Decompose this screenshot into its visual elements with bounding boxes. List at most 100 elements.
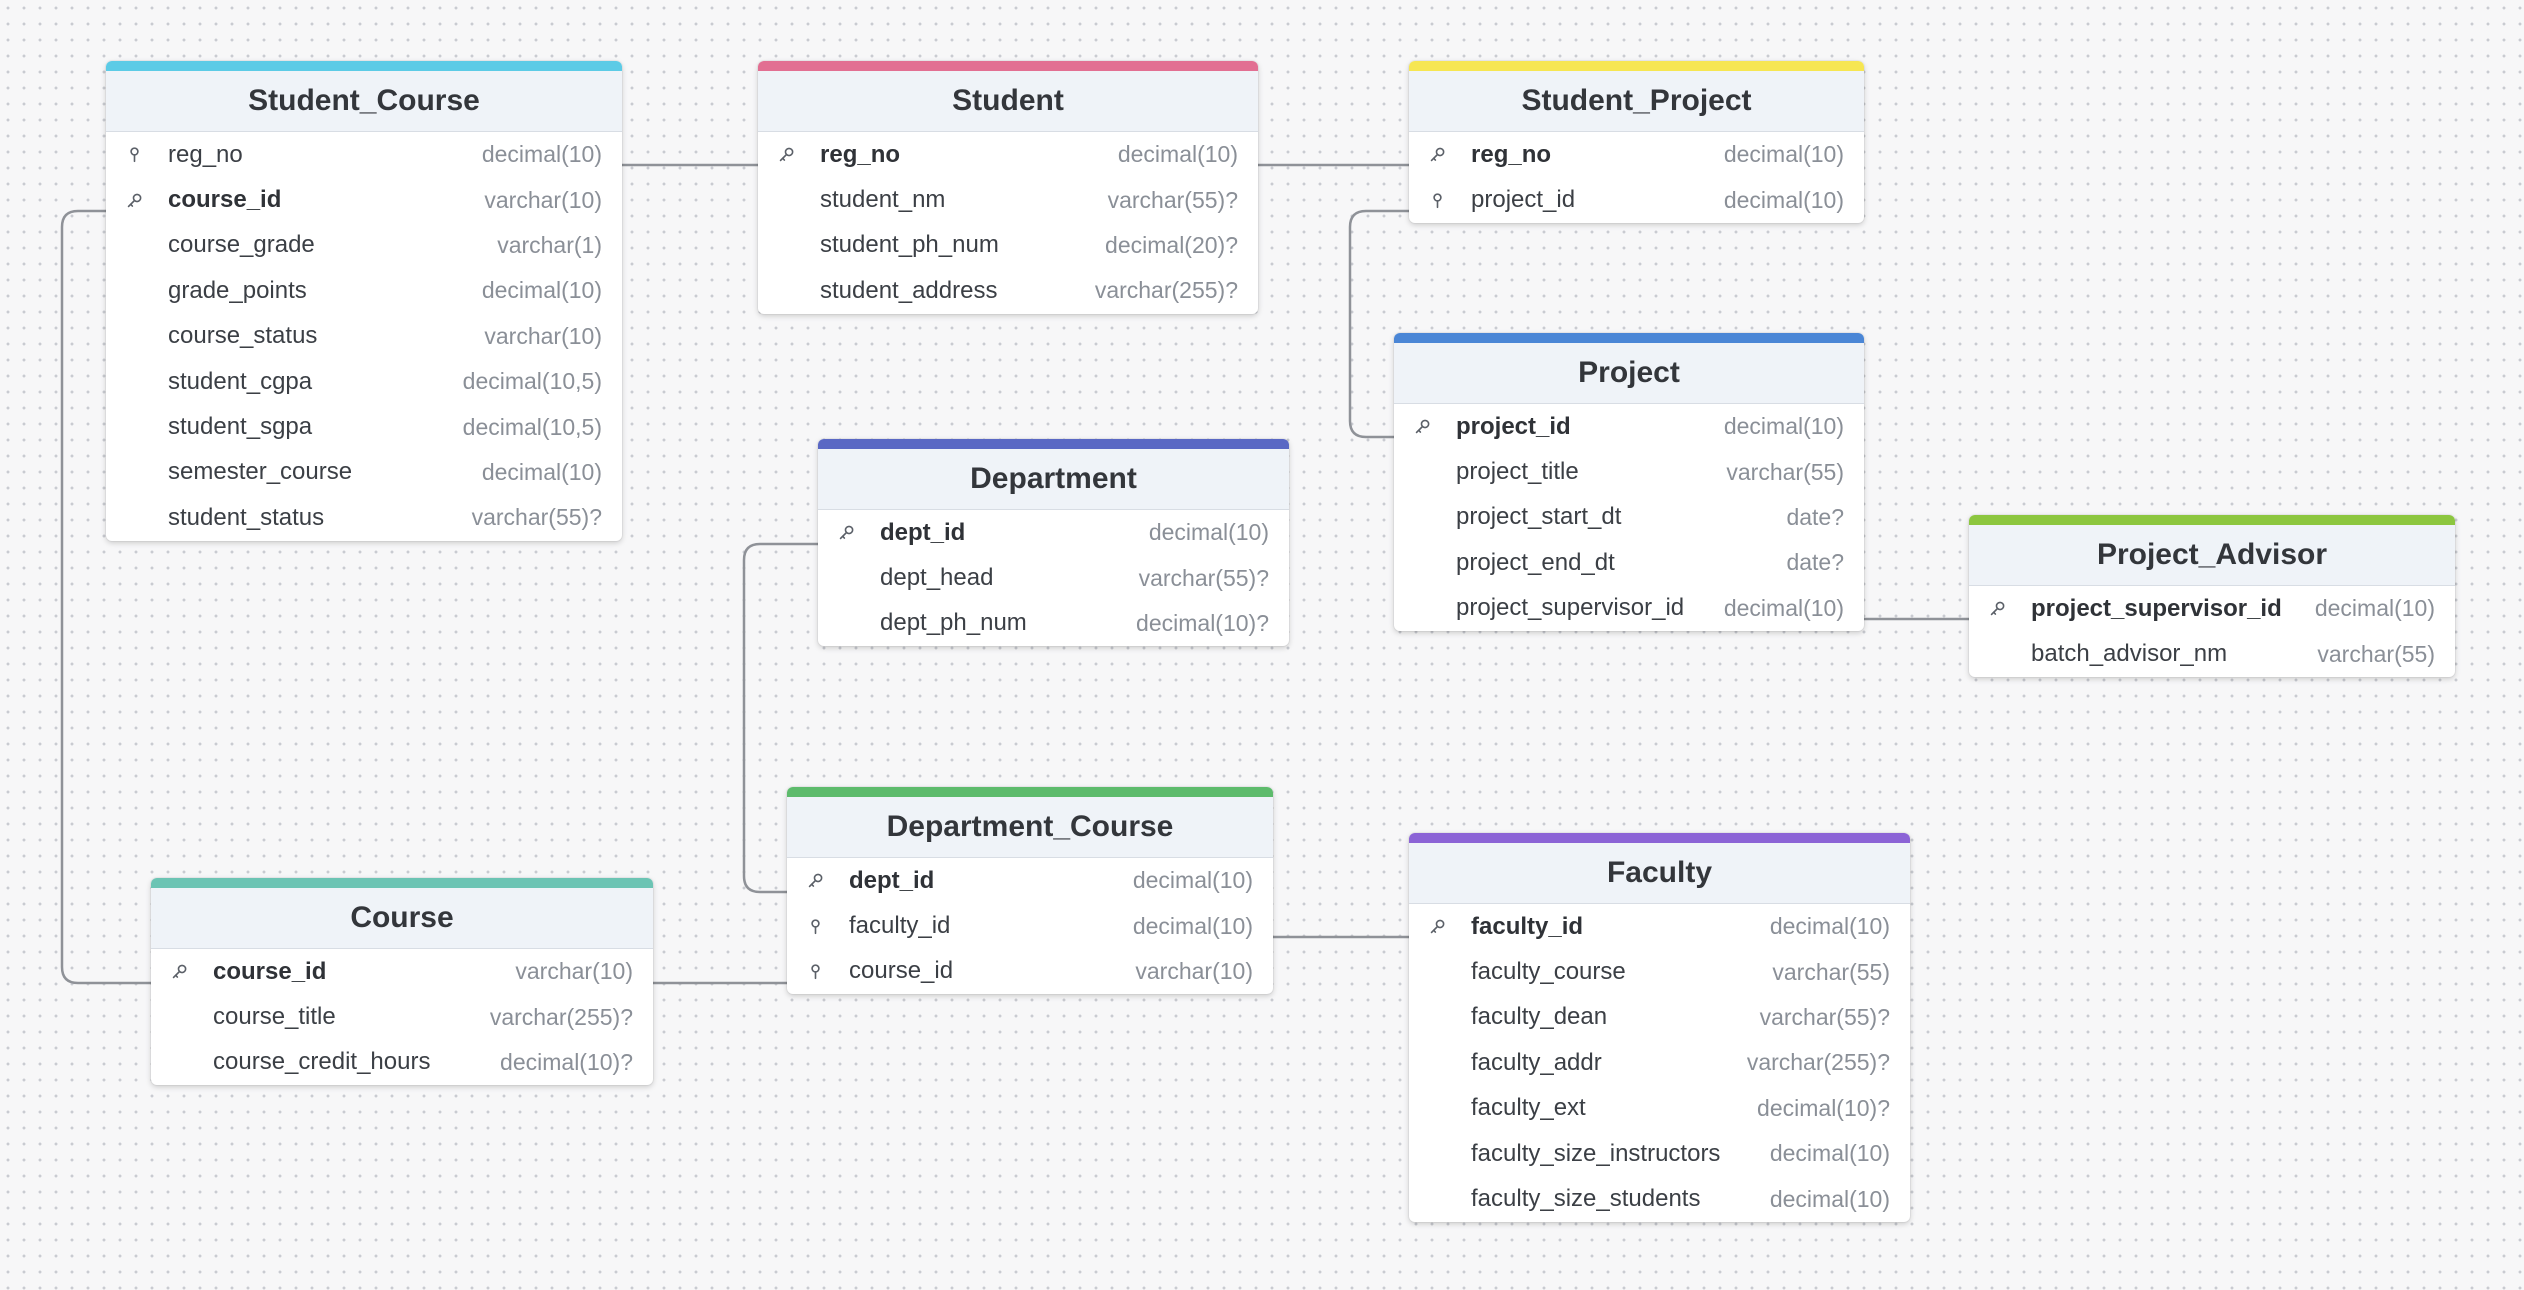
column-type: decimal(10) — [1769, 1185, 1890, 1212]
column-row[interactable]: faculty_ext decimal(10)? — [1409, 1086, 1910, 1131]
column-type: varchar(55)? — [1138, 564, 1269, 591]
column-type: decimal(10) — [1132, 867, 1253, 894]
column-name: project_title — [1456, 458, 1579, 486]
column-name: faculty_course — [1471, 958, 1626, 986]
table-department-course[interactable]: Department_Course dept_id decimal(10) facu… — [787, 787, 1273, 995]
column-name: faculty_size_students — [1471, 1185, 1701, 1213]
column-type: varchar(1) — [497, 231, 602, 258]
column-name: faculty_id — [849, 912, 951, 940]
column-type: decimal(10) — [1769, 1140, 1890, 1167]
column-name: batch_advisor_nm — [2031, 640, 2228, 668]
table-header[interactable]: Faculty — [1409, 833, 1910, 904]
table-title: Student_Project — [1521, 84, 1752, 117]
column-type: varchar(10) — [484, 322, 602, 349]
column-name: course_id — [168, 186, 282, 214]
column-type: decimal(10)? — [1757, 1094, 1890, 1121]
fk-icon — [807, 963, 829, 980]
column-type: varchar(255)? — [1094, 277, 1238, 304]
connector-student-course-to-course[interactable] — [60, 209, 151, 985]
table-title: Department_Course — [886, 810, 1174, 843]
column-name: project_supervisor_id — [1456, 594, 1685, 622]
column-type: varchar(10) — [515, 958, 633, 985]
connector-student-project-to-project[interactable] — [1348, 209, 1409, 439]
pk-icon — [1429, 918, 1451, 935]
fk-icon — [807, 918, 829, 935]
column-row[interactable]: faculty_size_students decimal(10) — [1409, 1176, 1910, 1221]
table-header[interactable]: Department_Course — [787, 787, 1273, 858]
column-name: dept_id — [849, 866, 935, 894]
column-type: decimal(10) — [1769, 913, 1890, 940]
column-name: course_status — [168, 322, 318, 350]
column-row[interactable]: course_status varchar(10) — [106, 314, 622, 359]
column-name: faculty_dean — [1471, 1003, 1608, 1031]
table-title: Project_Advisor — [2096, 538, 2328, 571]
table-header[interactable]: Student_Course — [106, 61, 622, 132]
table-header[interactable]: Course — [151, 878, 653, 949]
column-type: decimal(10) — [1148, 519, 1269, 546]
table-header[interactable]: Project — [1394, 333, 1864, 404]
column-type: decimal(20)? — [1105, 231, 1238, 258]
column-name: faculty_ext — [1471, 1094, 1586, 1122]
column-row[interactable]: dept_id decimal(10) — [787, 858, 1273, 903]
table-title: Course — [350, 901, 454, 934]
table-header[interactable]: Student_Project — [1409, 61, 1864, 132]
column-name: project_supervisor_id — [2031, 594, 2282, 622]
column-type: date? — [1786, 503, 1844, 530]
table-header[interactable]: Student — [758, 61, 1258, 132]
column-name: project_id — [1456, 412, 1571, 440]
connector-department-to-department-course[interactable] — [742, 542, 818, 894]
table-title: Student_Course — [248, 84, 480, 117]
table-header[interactable]: Project_Advisor — [1969, 515, 2455, 586]
table-title: Faculty — [1606, 856, 1713, 889]
column-type: decimal(10) — [1723, 186, 1844, 213]
table-header[interactable]: Department — [818, 439, 1289, 510]
column-type: varchar(55)? — [471, 504, 602, 531]
